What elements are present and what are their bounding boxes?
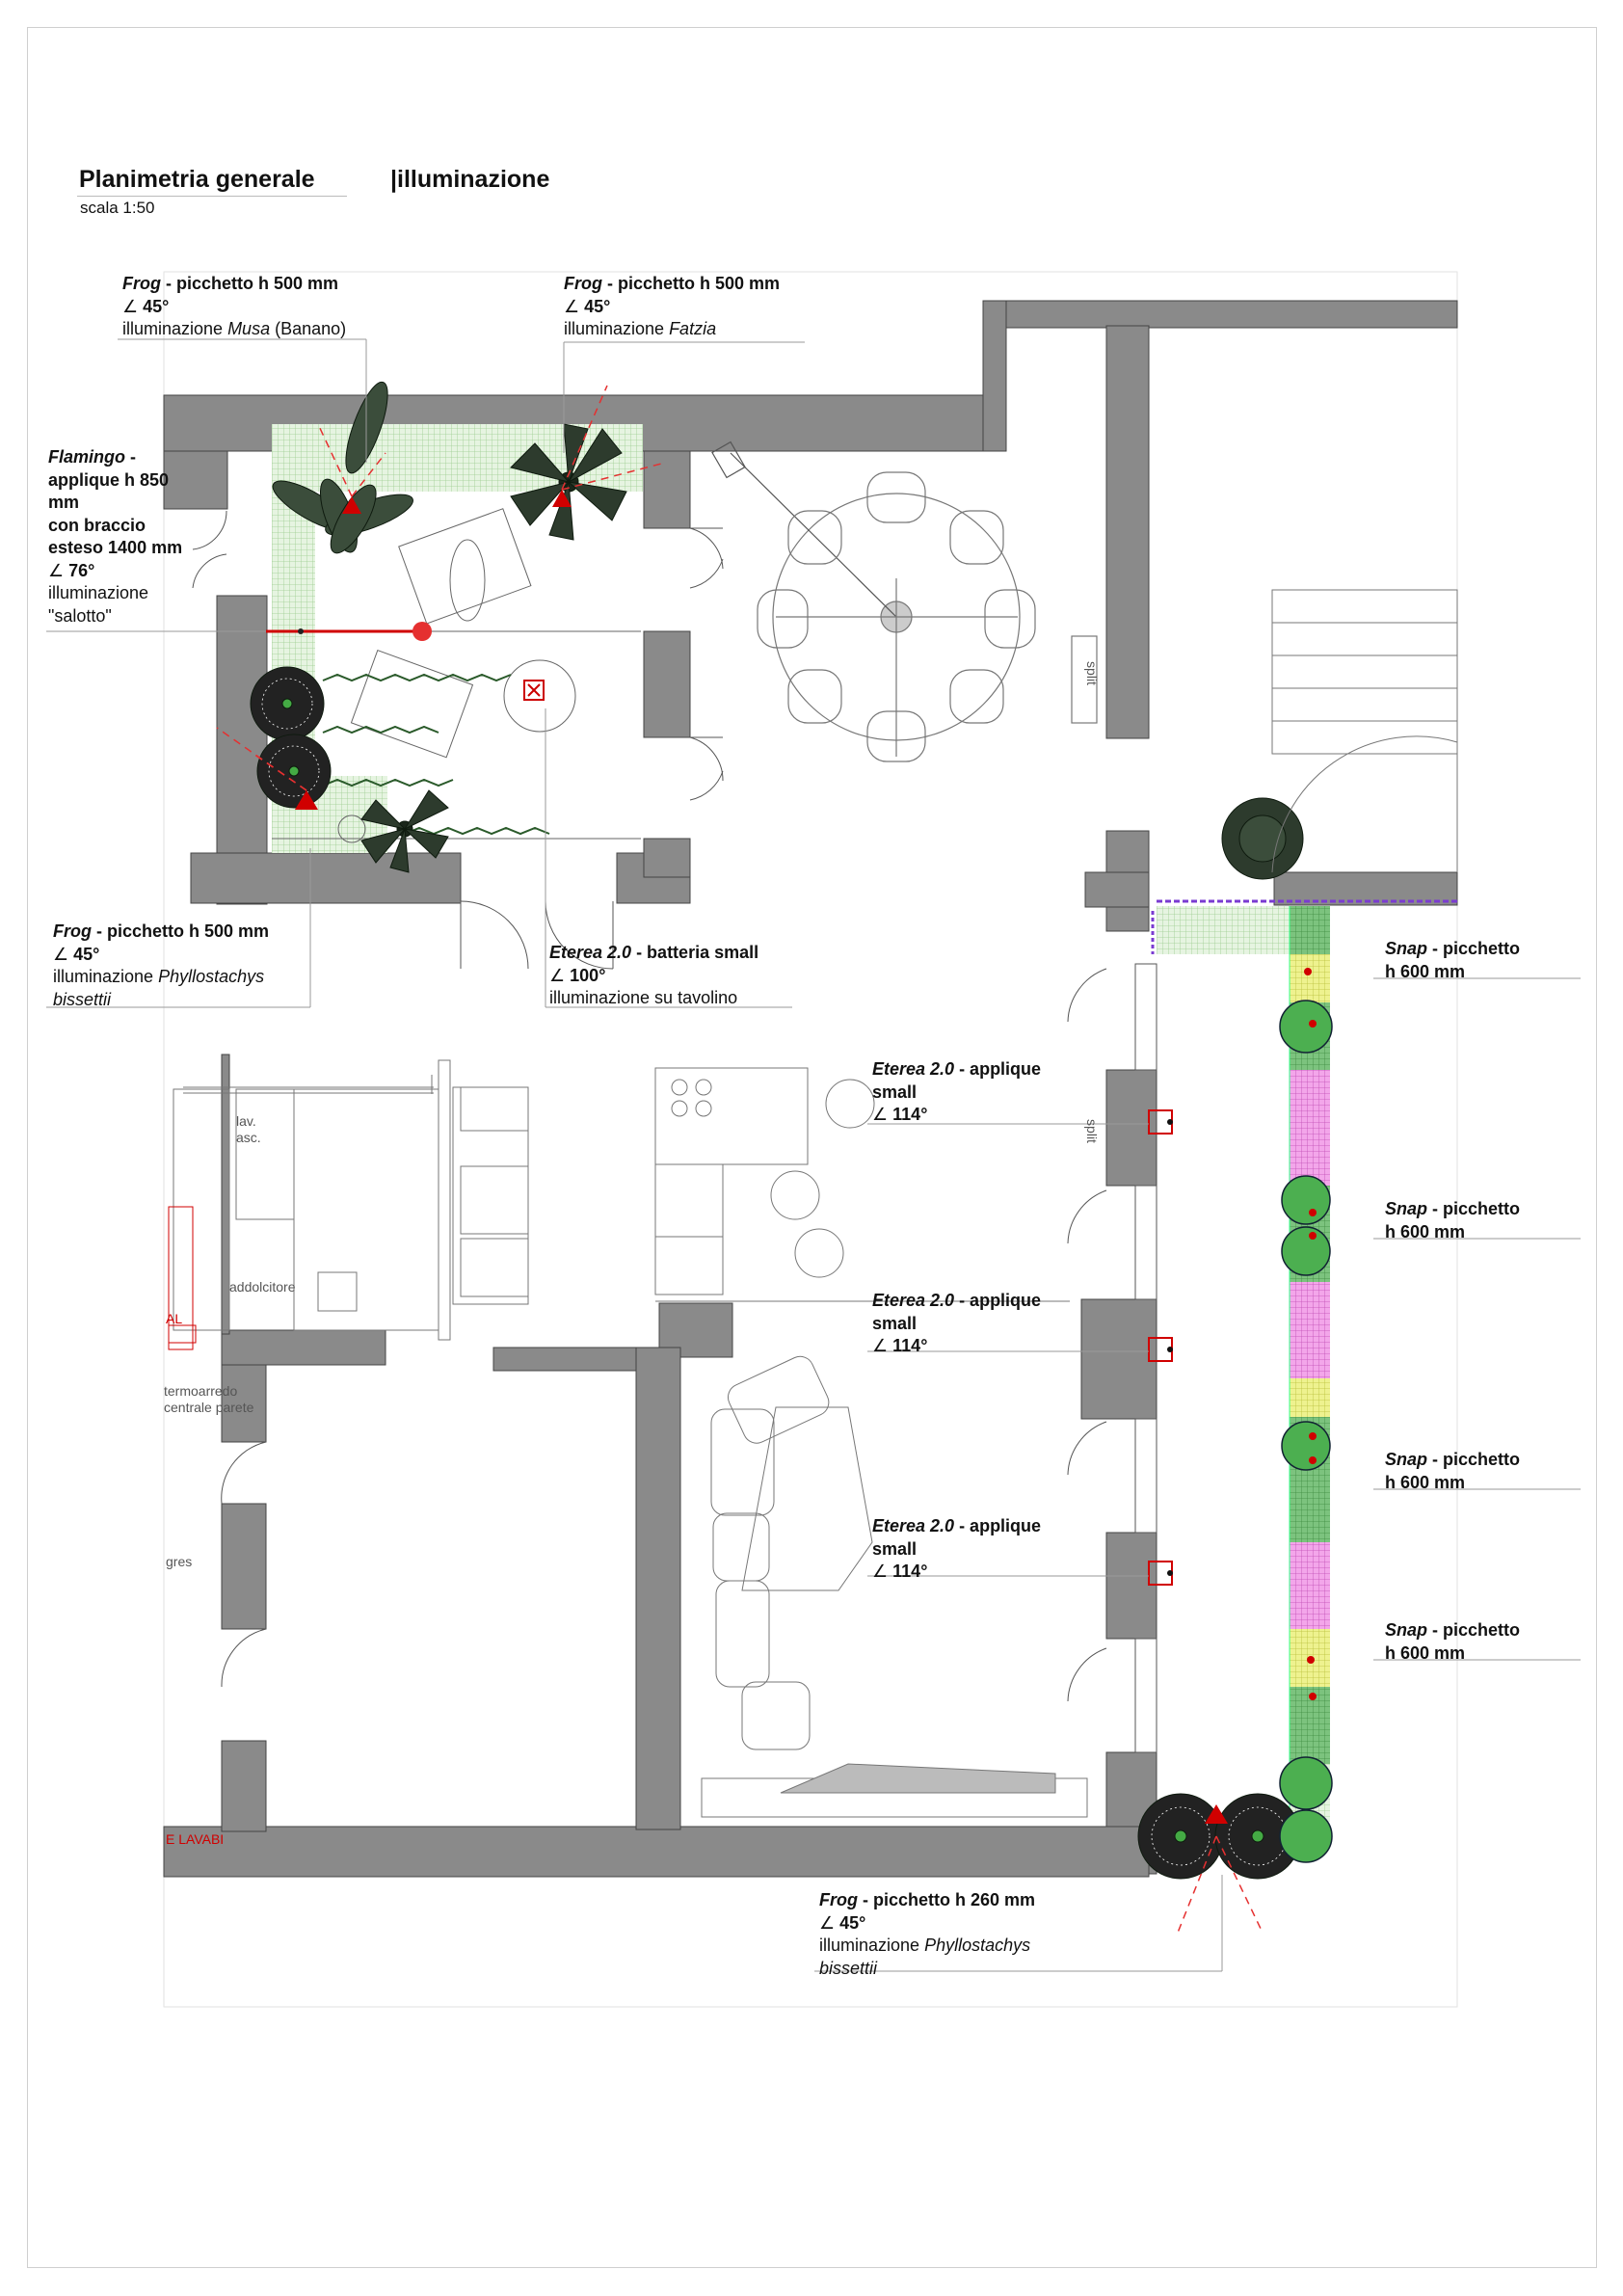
label-eterea-applique-3: Eterea 2.0 - applique small ∠ 114°: [872, 1516, 1042, 1581]
room-split-1: split: [1083, 661, 1100, 685]
label-flamingo: Flamingo - applique h 850 mm con braccio…: [48, 447, 183, 626]
page-title: Planimetria generale: [79, 166, 315, 193]
angle-icon: ∠: [872, 1562, 889, 1581]
angle-icon: ∠: [549, 965, 566, 985]
bathroom: [168, 1059, 529, 1350]
balcony-shrubs: [1279, 1000, 1333, 1863]
label-frog-fatzia: Frog - picchetto h 500 mm ∠ 45° illumina…: [564, 274, 781, 338]
room-lav-asc: lav. asc.: [236, 1113, 261, 1145]
kitchen: [654, 1067, 1070, 1302]
angle-icon: ∠: [872, 1336, 889, 1355]
doors: [192, 510, 1157, 1753]
label-eterea-applique-1: Eterea 2.0 - applique small ∠ 114°: [872, 1059, 1042, 1124]
frog-lamp-icons: [295, 490, 1228, 1824]
page-subtitle: |illuminazione: [390, 166, 550, 193]
scale-label: scala 1:50: [80, 199, 155, 217]
snap-lamps: [1304, 968, 1317, 1700]
stairs: [1271, 589, 1458, 873]
room-addolcitore: addolcitore: [229, 1279, 296, 1295]
drawing-sheet: [27, 27, 1597, 2268]
label-frog-musa: Frog - picchetto h 500 mm ∠ 45° illumina…: [122, 274, 347, 338]
title-underline: [77, 196, 347, 197]
zigzag-lights: [322, 673, 550, 836]
frog-beams: [216, 385, 1264, 1934]
sofa: [701, 1355, 1088, 1818]
room-lavabi: E LAVABI: [166, 1831, 225, 1847]
room-split-2: split: [1083, 1119, 1100, 1143]
leader-lines: [46, 338, 1581, 1972]
label-snap-4: Snap - picchetto h 600 mm: [1385, 1620, 1521, 1663]
angle-icon: ∠: [564, 296, 580, 316]
angle-icon: ∠: [53, 944, 69, 964]
label-snap-2: Snap - picchetto h 600 mm: [1385, 1199, 1521, 1241]
angle-icon: ∠: [122, 296, 139, 316]
label-snap-3: Snap - picchetto h 600 mm: [1385, 1450, 1521, 1492]
room-gres: gres: [166, 1554, 193, 1569]
room-al: AL: [166, 1311, 183, 1326]
angle-icon: ∠: [872, 1105, 889, 1124]
label-frog-phyllostachys-terrace: Frog - picchetto h 500 mm ∠ 45° illumina…: [53, 921, 270, 1009]
label-eterea-batteria: Eterea 2.0 - batteria small ∠ 100° illum…: [549, 943, 759, 1007]
dining-table: [711, 441, 1098, 762]
plant-icons: [250, 381, 1304, 1880]
angle-icon: ∠: [48, 560, 65, 580]
label-snap-1: Snap - picchetto h 600 mm: [1385, 939, 1521, 981]
label-frog-phyllostachys-balcony: Frog - picchetto h 260 mm ∠ 45° illumina…: [819, 1890, 1036, 1978]
flamingo-lamp: [266, 622, 432, 641]
angle-icon: ∠: [819, 1912, 836, 1933]
room-termoarredo: termoarredo centrale parete: [164, 1383, 254, 1415]
label-eterea-applique-2: Eterea 2.0 - applique small ∠ 114°: [872, 1291, 1042, 1355]
